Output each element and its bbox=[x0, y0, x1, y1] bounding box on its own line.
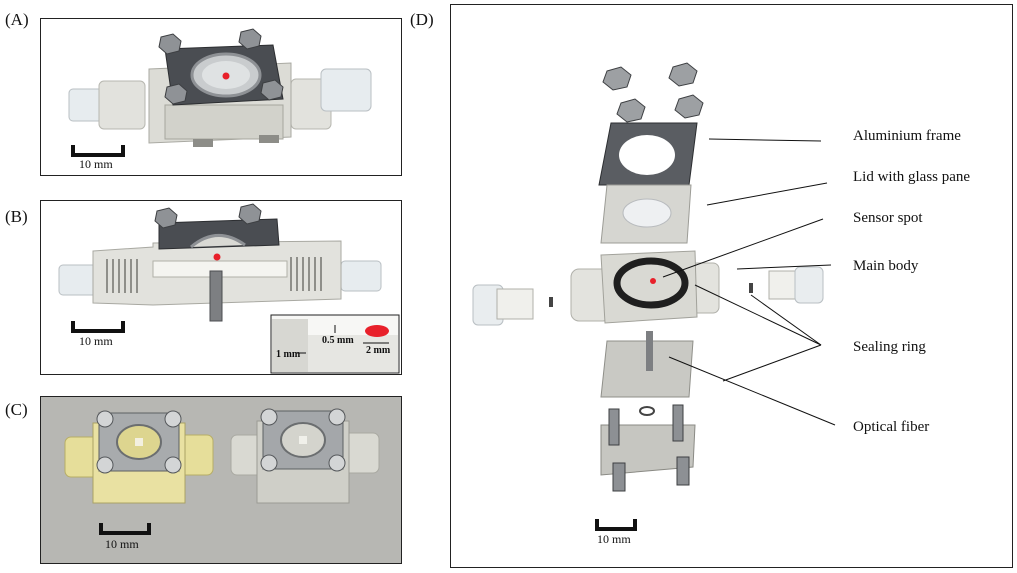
label-lid-with-glass-pane: Lid with glass pane bbox=[853, 169, 971, 185]
panel-a-scale-label: 10 mm bbox=[79, 157, 113, 171]
panel-d-frame: Aluminium frame Lid with glass pane Sens… bbox=[450, 4, 1013, 568]
panel-a-render bbox=[68, 28, 372, 157]
scale-bar bbox=[71, 145, 125, 157]
panel-d-scale-label: 10 mm bbox=[597, 532, 631, 546]
nut-icon bbox=[96, 408, 346, 474]
scale-bar bbox=[71, 321, 125, 333]
panel-d-exploded-view bbox=[472, 62, 836, 531]
optical-fiber-icon bbox=[209, 270, 223, 322]
panel-b-render bbox=[58, 203, 400, 374]
sensor-spot-icon bbox=[650, 278, 656, 284]
dim-thickness-label: 0.5 mm bbox=[322, 335, 354, 346]
panel-b-letter: (B) bbox=[5, 207, 28, 226]
optical-fiber-icon bbox=[646, 331, 653, 371]
scale-bar bbox=[595, 519, 637, 531]
label-optical-fiber: Optical fiber bbox=[853, 419, 930, 435]
panel-a-letter: (A) bbox=[5, 10, 29, 29]
panel-b-frame: 10 mm 0.5 mm 2 mm 1 mm bbox=[40, 200, 402, 375]
label-main-body: Main body bbox=[853, 258, 919, 274]
panel-c-frame: 10 mm bbox=[40, 396, 402, 564]
sensor-spot-icon bbox=[213, 253, 221, 261]
panel-b-scale-label: 10 mm bbox=[79, 334, 113, 348]
dim-wall-label: 1 mm bbox=[276, 349, 301, 360]
panel-c-letter: (C) bbox=[5, 400, 28, 419]
nut-icon bbox=[158, 28, 284, 105]
panel-d-letter: (D) bbox=[410, 10, 434, 29]
scale-bar bbox=[99, 523, 151, 535]
dimension-inset bbox=[270, 314, 400, 374]
nut-icon bbox=[154, 203, 262, 229]
label-sealing-ring: Sealing ring bbox=[853, 339, 926, 355]
nut-icon bbox=[602, 62, 704, 123]
label-aluminium-frame: Aluminium frame bbox=[853, 128, 961, 144]
dim-spot-label: 2 mm bbox=[366, 345, 391, 356]
sensor-spot-icon bbox=[222, 72, 230, 80]
label-sensor-spot: Sensor spot bbox=[853, 210, 923, 226]
panel-c-photo bbox=[41, 397, 401, 563]
panel-a-frame: 10 mm bbox=[40, 18, 402, 176]
panel-c-scale-label: 10 mm bbox=[105, 537, 139, 551]
